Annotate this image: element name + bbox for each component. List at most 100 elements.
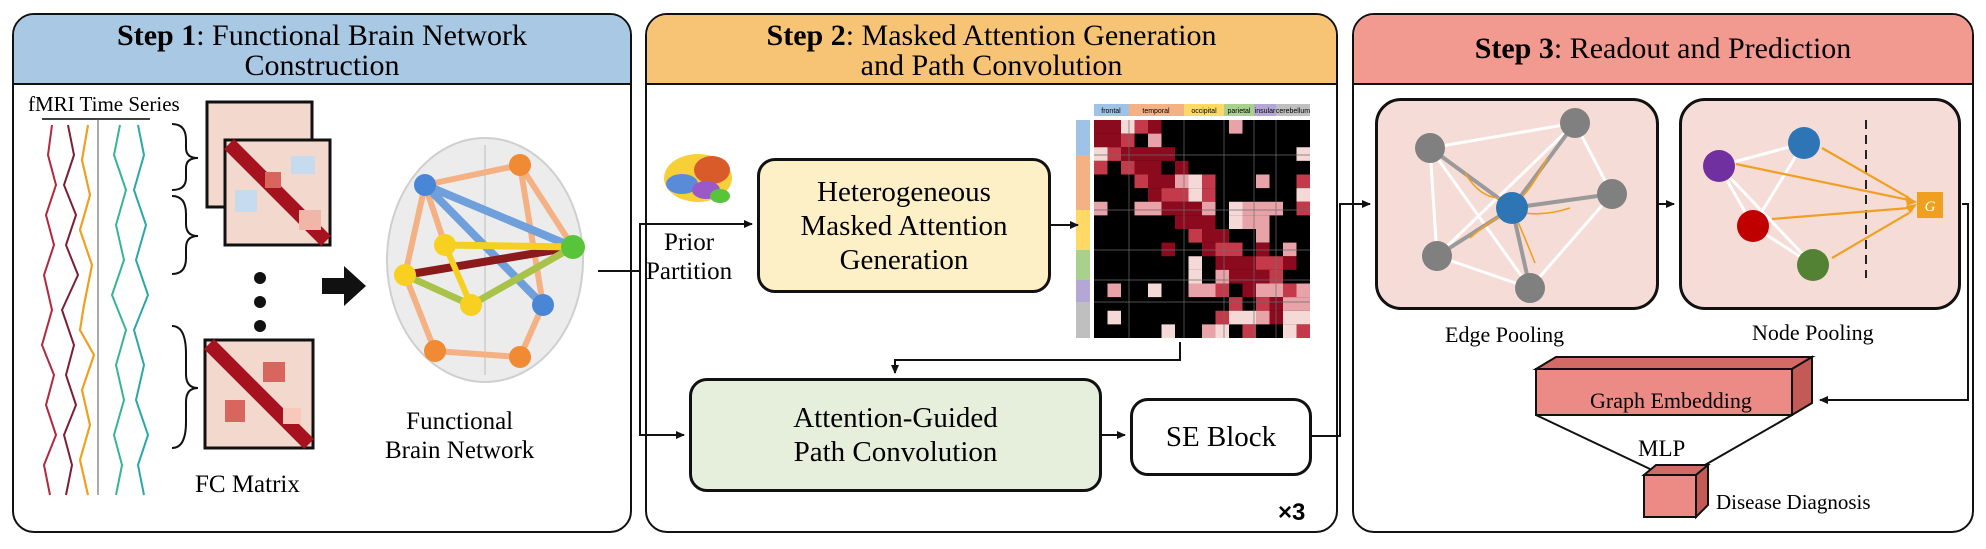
mask-cell [1148,120,1162,134]
mask-cell [1229,120,1243,134]
step3-step-label: Step 3 [1474,32,1554,65]
prior-partition-label: Prior Partition [646,228,732,286]
mask-cell [1296,310,1310,325]
mask-cell [1296,147,1310,161]
fc-matrix-stack [205,100,332,247]
mask-cell [1202,283,1216,298]
mask-cell [1094,120,1108,134]
mask-cell [1188,174,1202,189]
mask-cell [1188,269,1202,284]
mask-cell [1094,201,1108,216]
mask-cell [1215,242,1229,257]
node-orange-1 [509,154,531,176]
mask-cell [1242,283,1256,298]
prior-brain-icon [664,154,732,203]
mask-cell [1094,133,1108,148]
node-pooling-graph: G [1703,120,1943,281]
mask-cell [1188,229,1202,243]
mask-cell [1188,188,1202,202]
edge-pooling-graph [1415,108,1627,303]
network-label-line1: Functional [406,408,514,435]
mask-cell [1215,256,1229,270]
mask-cell [1134,201,1148,216]
mask-cell [1188,283,1202,298]
mask-cell [1229,201,1243,216]
mask-cell [1283,324,1297,338]
mask-cell [1242,324,1256,338]
mask-cell [1283,310,1297,325]
mask-cell [1242,256,1256,270]
fmri-label: fMRI Time Series [28,92,180,116]
readout-g-symbol: G [1925,199,1936,215]
network-label: Functional Brain Network [385,407,534,465]
mask-cell [1188,201,1202,216]
mask-cell [1215,310,1229,325]
node-pool-purple [1703,150,1735,182]
mask-cell [1161,201,1175,216]
fc-matrix-label: FC Matrix [195,471,300,498]
mask-cell [1202,242,1216,257]
mask-cell [1107,120,1121,134]
mask-cell [1134,160,1148,175]
mask-cell [1121,120,1135,134]
mask-cell [1215,283,1229,298]
mask-cell [1107,283,1121,298]
mask-cell [1256,269,1270,284]
mask-cell [1107,133,1121,148]
brace-2 [171,195,199,275]
edge-pool-node-2 [1560,108,1590,138]
se-block-box: SE Block [1130,398,1312,476]
step1-big-arrow [322,266,366,306]
mask-cell [1161,147,1175,161]
mask-cell [1202,174,1216,189]
brace-group [171,123,199,449]
edge-pool-node-1 [1415,133,1445,163]
node-yellow-1 [434,234,456,256]
mask-cell [1256,201,1270,216]
edge-pool-node-5 [1515,273,1545,303]
mask-cell [1202,229,1216,243]
mask-cell [1215,269,1229,284]
edge-7 [404,243,574,279]
edge-6 [423,181,575,251]
mask-cell [1107,147,1121,161]
prior-line1: Prior [664,229,715,256]
mask-cell [1202,215,1216,229]
mask-cell [1229,310,1243,325]
hmag-line1: Heterogeneous [817,175,991,208]
mask-cell [1148,201,1162,216]
mlp-label: MLP [1638,436,1686,461]
node-green-1 [561,235,585,259]
mask-cell [1107,310,1121,325]
mask-cell [1094,160,1108,175]
step2-title-line1: : Masked Attention Generation [845,18,1217,52]
mask-cell [1215,324,1229,338]
mask-cell [1296,201,1310,216]
fmri-trace-maroon [60,124,80,496]
mask-cell [1175,174,1189,189]
mask-cell [1215,229,1229,243]
graph-embedding-label: Graph Embedding [1590,388,1752,413]
mask-region-insular: insular [1255,108,1276,115]
hmag-line3: Generation [839,243,969,276]
edge-pool-node-4 [1422,241,1452,271]
prior-line2: Partition [646,258,733,285]
node-orange-2 [424,340,446,362]
mask-cell [1242,310,1256,325]
fmri-trace-orange [78,124,96,496]
mask-cell [1175,201,1189,216]
mask-cell [1161,324,1175,338]
mask-cell [1148,188,1162,202]
edge-8 [444,241,574,251]
brain-network [386,137,585,383]
mask-cell [1229,242,1243,257]
mask-cell [1229,256,1243,270]
graph-embedding-block [1532,355,1816,520]
mask-cell [1283,283,1297,298]
node-blue-2 [532,294,554,316]
mask-cell [1283,242,1297,257]
brace-3 [171,325,199,449]
mask-cell [1242,201,1256,216]
node-yellow-3 [460,294,482,316]
mask-cell [1296,188,1310,202]
